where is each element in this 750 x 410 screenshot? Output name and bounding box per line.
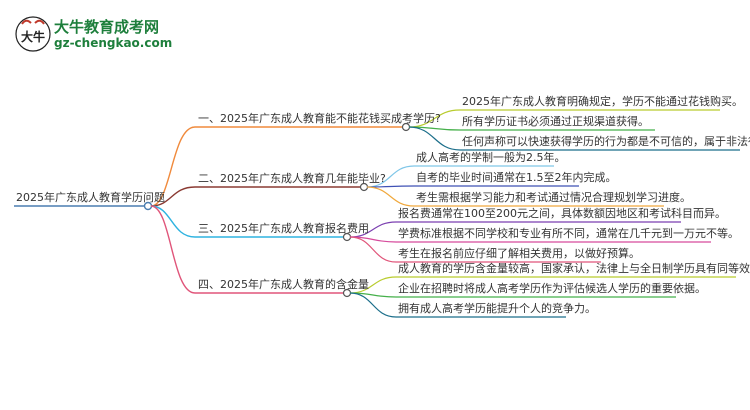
branch-topic-2[interactable]: 二、2025年广东成人教育几年能毕业?	[198, 172, 386, 185]
child-connector	[408, 126, 461, 151]
root-topic[interactable]: 2025年广东成人教育学历问题	[16, 191, 165, 204]
branch-connector	[150, 205, 196, 238]
child-topic[interactable]: 自考的毕业时间通常在1.5至2年内完成。	[416, 171, 617, 184]
branch-topic-1[interactable]: 一、2025年广东成人教育能不能花钱买成考学历?	[198, 112, 441, 125]
child-topic[interactable]: 考生需根据学习能力和考试通过情况合理规划学习进度。	[416, 191, 691, 204]
branch-connector	[150, 205, 196, 294]
child-topic[interactable]: 任何声称可以快速获得学历的行为都是不可信的，属于非法行为。	[462, 135, 750, 148]
child-topic[interactable]: 所有学历证书必须通过正规渠道获得。	[462, 115, 649, 128]
child-topic[interactable]: 考生在报名前应仔细了解相关费用，以做好预算。	[398, 247, 640, 260]
branch-connector	[150, 186, 196, 207]
logo-glyph: 大牛	[21, 29, 45, 44]
child-topic[interactable]: 企业在招聘时将成人高考学历作为评估候选人学历的重要依据。	[398, 282, 706, 295]
logo-title: 大牛教育成考网	[54, 18, 160, 36]
branch-topic-3[interactable]: 三、2025年广东成人教育报名费用	[198, 222, 369, 235]
child-topic[interactable]: 学费标准根据不同学校和专业有所不同，通常在几千元到一万元不等。	[398, 227, 739, 240]
logo-url: gz-chengkao.com	[54, 36, 173, 50]
child-connector	[366, 186, 415, 207]
bull-logo-icon: 大牛	[15, 16, 51, 52]
branch-topic-4[interactable]: 四、2025年广东成人教育的含金量	[198, 278, 369, 291]
child-topic[interactable]: 2025年广东成人教育明确规定，学历不能通过花钱购买。	[462, 95, 743, 108]
branch-connector	[150, 126, 196, 207]
child-connector	[349, 236, 397, 263]
child-topic[interactable]: 报名费通常在100至200元之间，具体数额因地区和考试科目而异。	[398, 207, 726, 220]
child-topic[interactable]: 成人教育的学历含金量较高，国家承认，法律上与全日制学历具有同等效力。	[398, 262, 750, 275]
child-topic[interactable]: 成人高考的学制一般为2.5年。	[416, 151, 566, 164]
child-topic[interactable]: 拥有成人高考学历能提升个人的竞争力。	[398, 302, 596, 315]
site-logo[interactable]: 大牛 大牛教育成考网 gz-chengkao.com	[14, 14, 204, 54]
child-connector	[349, 292, 397, 318]
